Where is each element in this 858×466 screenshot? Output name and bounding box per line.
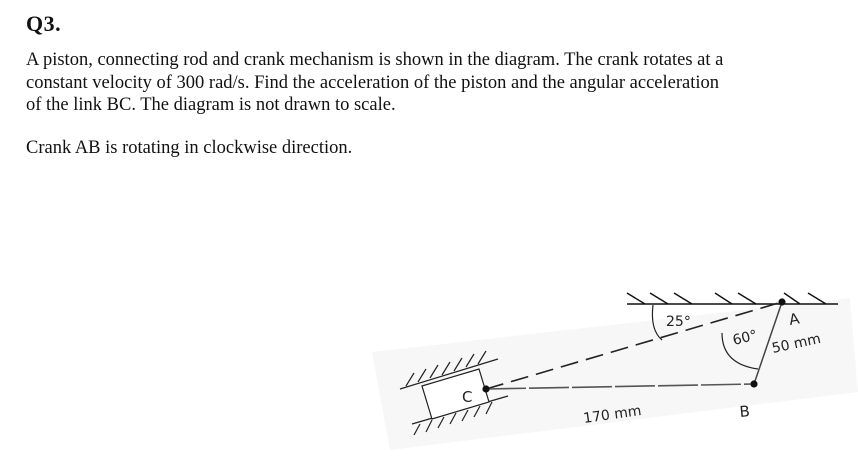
angle-arc-25 — [651, 304, 663, 341]
connecting-rod-bc — [485, 383, 755, 390]
slider-guide-upper — [399, 350, 499, 390]
question-number: Q3. — [26, 11, 62, 36]
joint-b — [750, 380, 758, 388]
joint-c — [482, 385, 490, 393]
label-point-b: B — [739, 402, 751, 421]
rotation-note: Crank AB is rotating in clockwise direct… — [26, 138, 353, 158]
label-angle-60: 60° — [731, 327, 759, 349]
label-point-a: A — [788, 309, 802, 329]
label-point-c: C — [462, 388, 472, 406]
question-line-3: of the link BC. The diagram is not drawn… — [26, 95, 396, 115]
question-line-2: constant velocity of 300 rad/s. Find the… — [26, 72, 719, 93]
scan-background — [372, 298, 858, 450]
angle-arc-60 — [721, 332, 759, 370]
piston-block — [421, 368, 490, 420]
crank-ab — [753, 301, 783, 385]
label-angle-25: 25° — [666, 314, 691, 330]
question-text: A piston, connecting rod and crank mecha… — [26, 49, 826, 117]
ground-hatch-top — [626, 292, 838, 305]
joint-a — [778, 298, 786, 306]
question-line-1: A piston, connecting rod and crank mecha… — [26, 50, 724, 70]
